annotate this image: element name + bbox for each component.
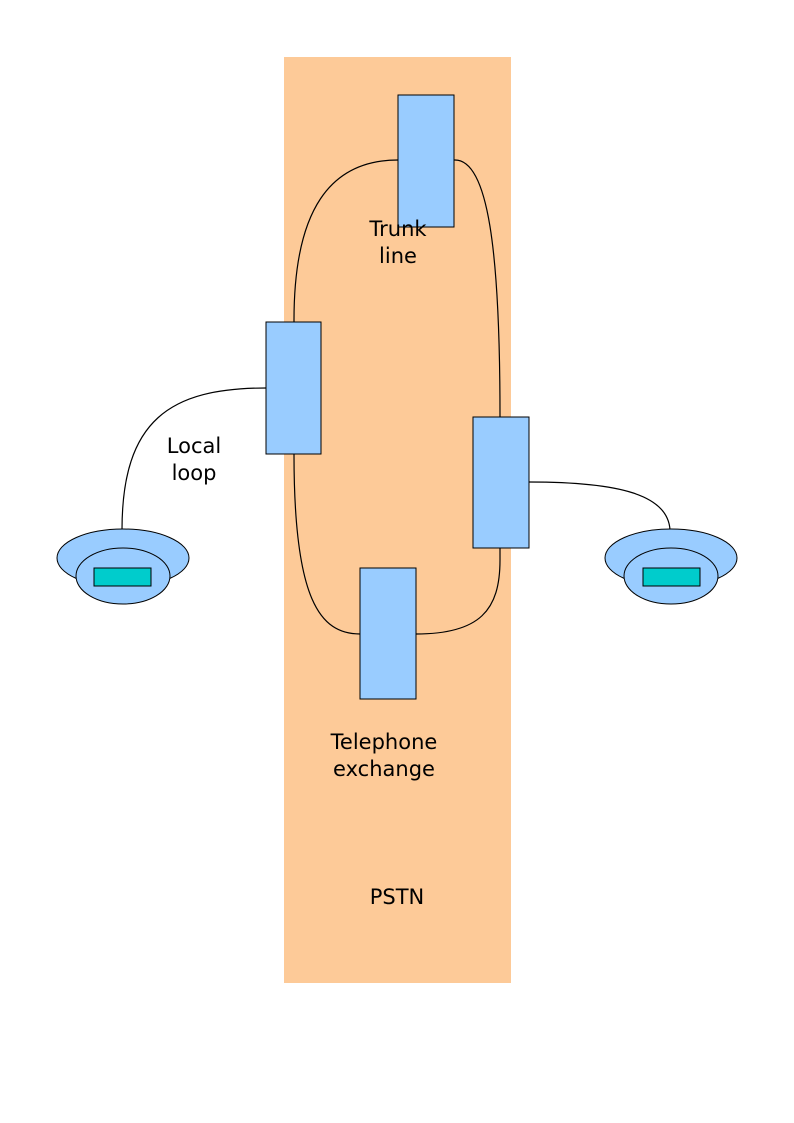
trunk-line-label-line2: line [379,244,417,268]
local-loop-line-right [528,481,671,531]
exchange-top [397,94,455,228]
trunk-line-label-line1: Trunk [368,217,427,241]
local-loop-label-line2: loop [172,461,217,485]
telephone-right-display [642,567,701,587]
telephone-exchange-label-line2: exchange [333,757,435,781]
exchange-right [472,416,530,549]
telephone-exchange-label-line1: Telephone [330,730,438,754]
telephone-right [604,528,738,605]
pstn-label: PSTN [370,885,425,909]
exchange-bottom [359,567,417,700]
local-loop-line-left [121,387,267,531]
telephone-left [56,528,190,605]
telephone-left-display [93,567,152,587]
exchange-left [265,321,322,455]
local-loop-label-line1: Local [167,434,221,458]
